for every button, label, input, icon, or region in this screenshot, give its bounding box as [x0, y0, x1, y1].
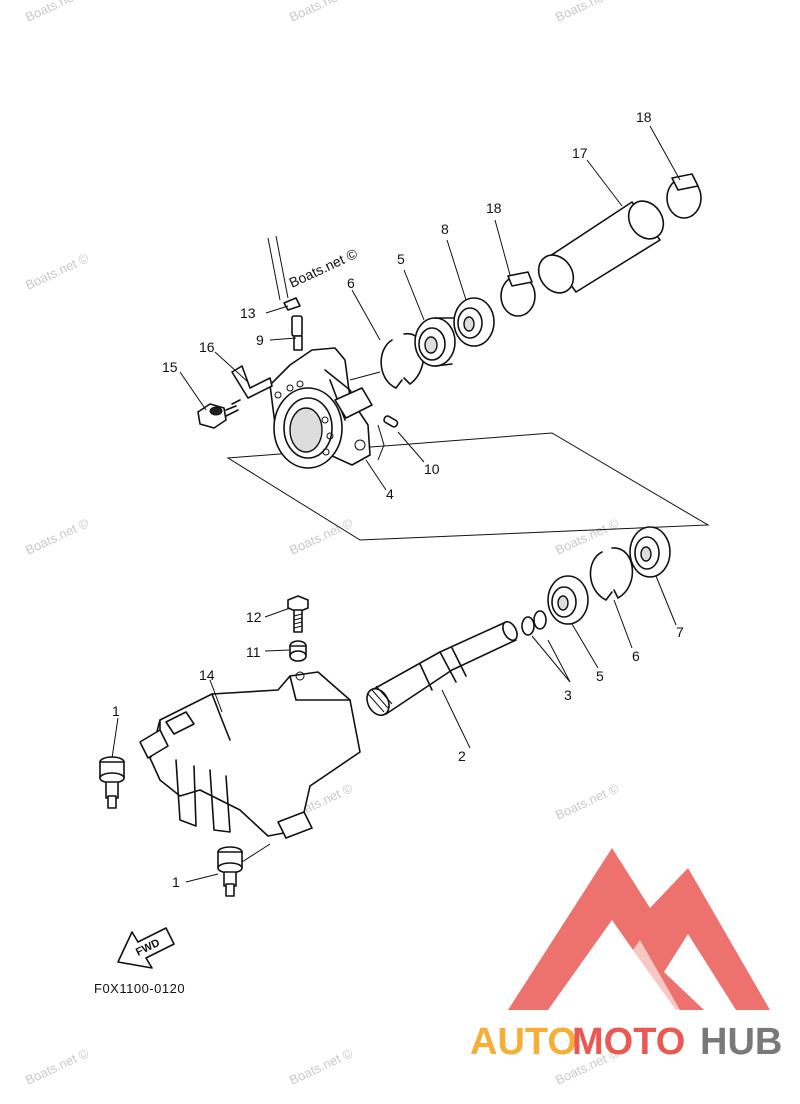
hose-part-17	[537, 200, 665, 294]
bolt-part-12	[287, 595, 309, 633]
part-labels: 18 17 18 8 5 6 13 9 16 15 10 4 12 11 14 …	[112, 109, 684, 890]
watermark-3: Boats.net ©	[553, 0, 621, 25]
hose-clamp-part-18-left	[500, 271, 536, 317]
label-part-12: 12	[246, 609, 262, 625]
watermark-4: Boats.net ©	[23, 250, 91, 293]
watermark-10: Boats.net ©	[553, 780, 621, 823]
hose-lines	[267, 235, 289, 301]
upper-leader-lines	[179, 125, 681, 491]
label-part-9: 9	[256, 332, 264, 348]
label-part-17: 17	[572, 145, 588, 161]
shaft-part-2	[366, 620, 518, 717]
label-part-2: 2	[458, 748, 466, 764]
label-part-13: 13	[240, 305, 256, 321]
label-part-5-lower: 5	[596, 668, 604, 684]
o-rings-part-3	[521, 610, 547, 636]
seal-part-8	[453, 297, 495, 347]
watermark-1: Boats.net ©	[23, 0, 91, 25]
bracket-part-16	[231, 365, 273, 399]
label-part-16: 16	[199, 339, 215, 355]
fastener-part-1-lower	[217, 846, 243, 897]
label-part-6-lower: 6	[632, 648, 640, 664]
label-part-14: 14	[199, 667, 215, 683]
logo-text-moto: MOTO	[572, 1021, 685, 1063]
logo-triangle-mark	[508, 848, 770, 1010]
label-part-7: 7	[676, 624, 684, 640]
watermark-8: Boats.net ©	[553, 515, 621, 558]
bolt-part-15	[197, 399, 241, 429]
watermark-7: Boats.net ©	[287, 515, 355, 558]
label-part-1-lower: 1	[172, 874, 180, 890]
watermark-6: Boats.net ©	[23, 515, 91, 558]
circlip-part-6-lower	[589, 547, 634, 601]
collar-part-11	[289, 640, 307, 662]
label-part-10: 10	[424, 461, 440, 477]
label-part-18-left: 18	[486, 200, 502, 216]
label-part-4: 4	[386, 486, 394, 502]
clip-part-13	[283, 297, 301, 311]
fitting-part-9	[291, 315, 303, 351]
label-part-3: 3	[564, 687, 572, 703]
housing-part-4	[269, 347, 385, 469]
lower-leader-lines	[111, 575, 677, 883]
logo-text-hub: HUB	[700, 1021, 782, 1063]
logo-text-auto: AUTO	[470, 1021, 577, 1063]
fastener-part-1-upper	[99, 756, 125, 809]
label-part-6-upper: 6	[347, 275, 355, 291]
label-part-1-upper: 1	[112, 703, 120, 719]
figure-code: F0X1100-0120	[94, 981, 185, 996]
watermark-2: Boats.net ©	[287, 0, 355, 25]
hose-clamp-part-18-right	[666, 173, 702, 219]
watermark-11: Boats.net ©	[23, 1045, 91, 1088]
pin-part-10	[383, 415, 399, 428]
watermarks: Boats.net © Boats.net © Boats.net © Boat…	[23, 0, 621, 1088]
fwd-arrow-icon: FWD	[117, 927, 175, 969]
label-part-8: 8	[441, 221, 449, 237]
label-part-18-right: 18	[636, 109, 652, 125]
label-part-11: 11	[246, 644, 261, 660]
bearing-part-5-upper	[414, 317, 456, 367]
bearing-part-5-lower	[547, 575, 589, 625]
upper-reference-frame	[226, 432, 710, 541]
cover-part-14	[139, 671, 361, 839]
label-part-15: 15	[162, 359, 178, 375]
watermark-12: Boats.net ©	[287, 1045, 355, 1088]
label-part-5-upper: 5	[397, 251, 405, 267]
bearing-part-7	[629, 526, 671, 578]
automotohub-logo: AUTO MOTO HUB	[470, 848, 782, 1063]
